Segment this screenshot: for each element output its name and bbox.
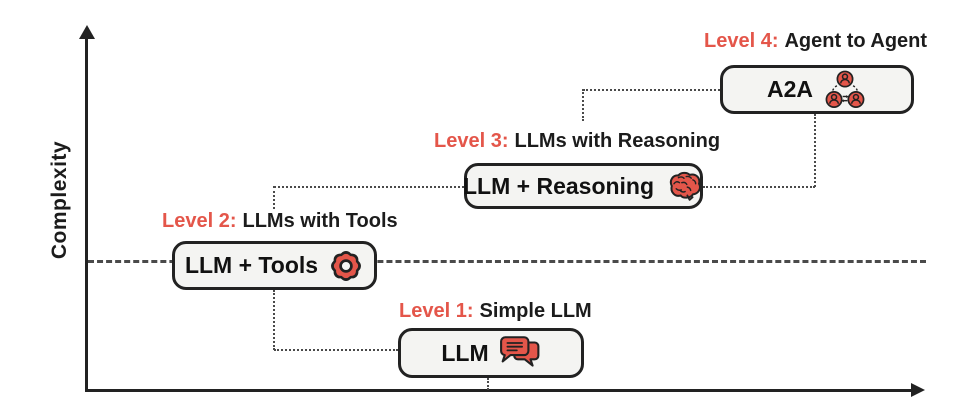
level-1-label-prefix: Level 1: [399, 300, 474, 322]
level-2-label-text: LLMs with Tools [242, 210, 398, 232]
level-2-box-text: LLM + Tools [184, 252, 319, 278]
level-1-box-text: LLM [441, 339, 489, 366]
chat-bubbles-icon [499, 336, 540, 367]
level-1-label-text: Simple LLM [479, 300, 592, 322]
x-axis-arrow-icon [911, 383, 925, 397]
level-4-box-text: A2A [766, 76, 813, 102]
level-2-label-prefix: Level 2: [162, 210, 237, 232]
connector-l1-to-l2-h [274, 349, 398, 351]
level-3-label-text: LLMs with Reasoning [514, 130, 721, 152]
agents-network-icon [825, 70, 865, 108]
connector-l3-to-l4-v [814, 114, 816, 187]
level-4-label: Level 4:Agent to Agent [704, 30, 927, 53]
connector-l3-to-l4-h [703, 186, 815, 188]
y-axis-label: Complexity [48, 140, 71, 260]
level-3-label-prefix: Level 3: [434, 130, 509, 152]
level-3-box-text: LLM + Reasoning [462, 172, 655, 199]
brain-icon [669, 171, 702, 201]
connector-l2-to-l3-v [273, 186, 275, 209]
level-3-box: LLM + Reasoning [462, 163, 703, 209]
level-2-box: LLM + Tools [172, 241, 377, 290]
level-3-label: Level 3:LLMs with Reasoning [434, 130, 720, 153]
level-2-label: Level 2:LLMs with Tools [162, 210, 398, 233]
threshold-dashed-line [88, 260, 926, 263]
level-1-box: LLM [398, 328, 584, 378]
y-axis-line [85, 36, 88, 392]
connector-l2-to-l3-h [274, 186, 464, 188]
level-4-box: A2A [720, 65, 914, 114]
level-4-label-text: Agent to Agent [784, 30, 928, 52]
connector-l1-to-l2-v [273, 290, 275, 350]
x-axis-line [85, 389, 913, 392]
level-4-label-prefix: Level 4: [704, 30, 779, 52]
level-1-label: Level 1:Simple LLM [399, 300, 592, 323]
y-axis-arrow-icon [79, 25, 95, 39]
gear-icon [331, 250, 361, 281]
connector-l3label-up-v [582, 89, 584, 121]
connector-l1-to-xaxis [487, 378, 489, 390]
connector-l3label-l4-h [583, 89, 720, 91]
